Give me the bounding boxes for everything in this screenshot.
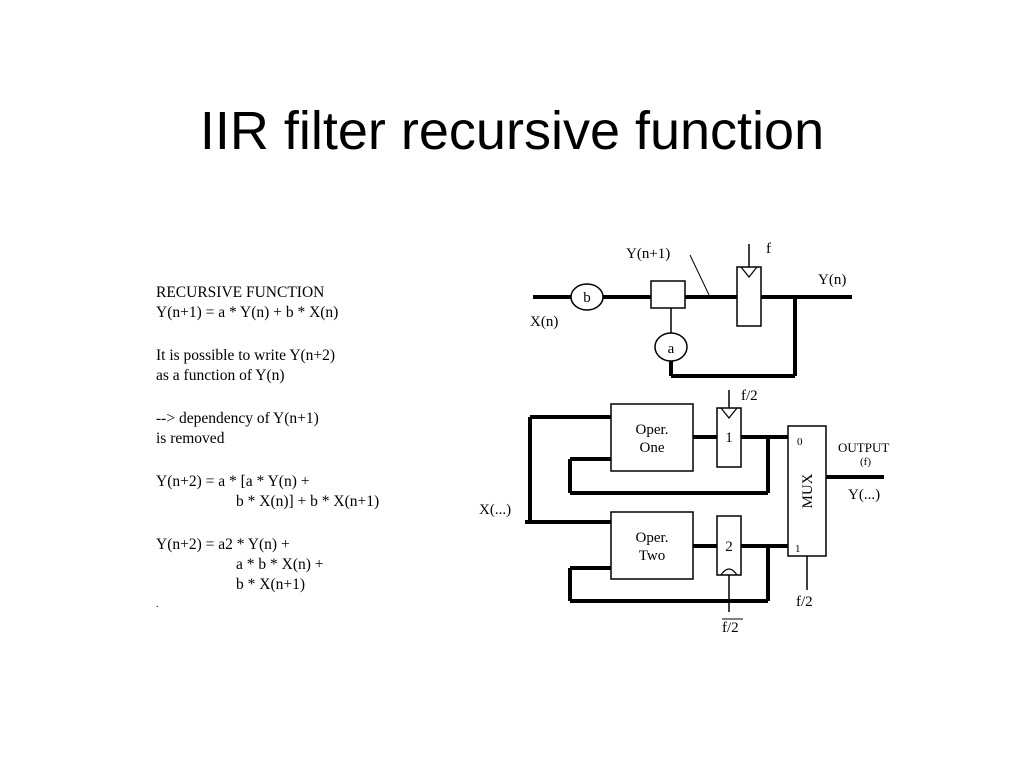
paragraph-2-line-2: is removed — [156, 430, 225, 447]
top-circuit — [533, 244, 852, 378]
top-output-label: Y(n) — [818, 272, 846, 288]
coef-a-label: a — [668, 341, 675, 357]
output-title: OUTPUT — [838, 440, 889, 455]
mux-select-label: f/2 — [796, 594, 813, 610]
equation-3-line-2: a * b * X(n) + — [236, 556, 324, 573]
adder-block — [650, 280, 686, 309]
bottom-circuit — [525, 390, 884, 612]
equation-2-line-1: Y(n+2) = a * [a * Y(n) + — [156, 473, 310, 490]
feedback-label-pointer — [689, 254, 711, 298]
clock-bottom-label: f/2 — [722, 620, 739, 636]
oper-one-line-2: One — [640, 440, 665, 456]
top-register — [736, 266, 762, 327]
feedback-label: Y(n+1) — [626, 246, 670, 262]
mux-in0-label: 0 — [797, 436, 803, 448]
mux-label: MUX — [800, 473, 816, 508]
trailing-mark: . — [156, 599, 159, 610]
coef-b-label: b — [583, 290, 591, 306]
equation-3-line-3: b * X(n+1) — [236, 576, 306, 593]
paragraph-1-line-1: It is possible to write Y(n+2) — [156, 347, 336, 364]
output-freq: (f) — [860, 456, 871, 468]
clock-f-label: f — [766, 241, 771, 257]
slide-title: IIR filter recursive function — [199, 101, 825, 161]
top-input-label: X(n) — [530, 314, 558, 330]
register-2-label: 2 — [725, 539, 733, 555]
oper-two-line-2: Two — [639, 548, 665, 564]
oper-one-block — [610, 403, 694, 472]
clock-top-label: f/2 — [741, 388, 758, 404]
register-2-clock-mark — [720, 568, 738, 576]
oper-two-block — [610, 511, 694, 580]
register-1-label: 1 — [725, 430, 733, 446]
equation-2-line-2: b * X(n)] + b * X(n+1) — [236, 493, 380, 510]
register-1-clock-mark — [720, 407, 738, 419]
explanation-text: RECURSIVE FUNCTION Y(n+1) = a * Y(n) + b… — [156, 283, 486, 610]
top-register-clock-mark — [740, 266, 758, 278]
bottom-input-label: X(...) — [479, 502, 511, 518]
paragraph-2-line-1: --> dependency of Y(n+1) — [156, 410, 319, 427]
oper-two-line-1: Oper. — [636, 530, 669, 546]
equation-1: Y(n+1) = a * Y(n) + b * X(n) — [156, 304, 339, 321]
oper-one-line-1: Oper. — [636, 422, 669, 438]
register-2 — [716, 515, 742, 576]
mux-in1-label: 1 — [795, 543, 801, 555]
recursive-heading: RECURSIVE FUNCTION — [156, 284, 325, 301]
bottom-output-label: Y(...) — [848, 487, 880, 503]
paragraph-1-line-2: as a function of Y(n) — [156, 367, 285, 384]
equation-3-line-1: Y(n+2) = a2 * Y(n) + — [156, 536, 290, 553]
